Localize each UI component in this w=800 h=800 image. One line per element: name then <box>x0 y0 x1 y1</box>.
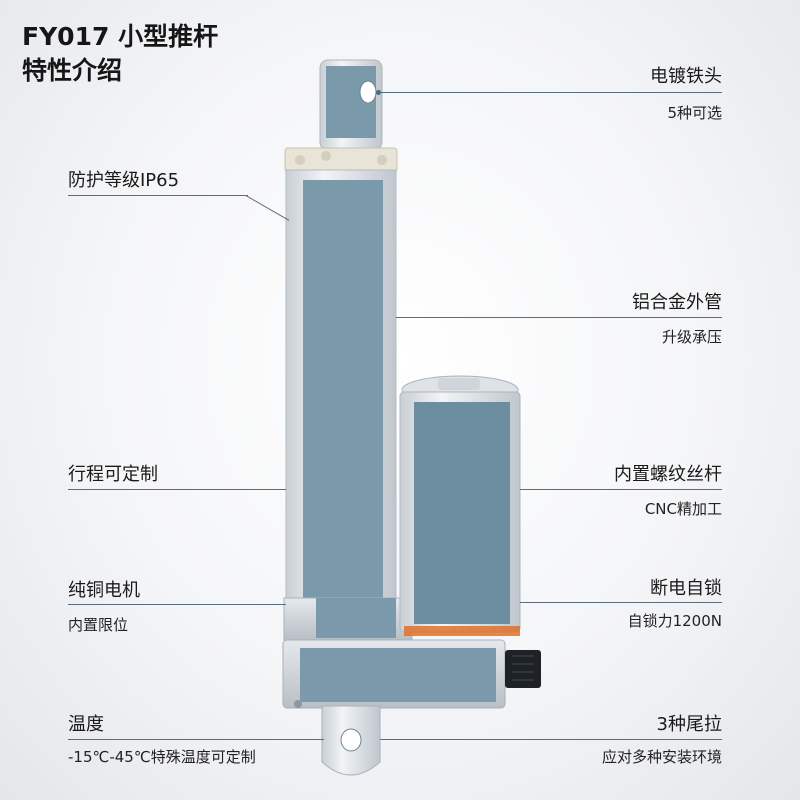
feature-rear-mount-sub: 应对多种安装环境 <box>601 748 722 766</box>
feature-rod-end-title: 电镀铁头 <box>650 66 722 87</box>
feature-motor-title: 纯铜电机 <box>68 580 140 601</box>
feature-temperature-sub: -15℃-45℃特殊温度可定制 <box>68 748 256 766</box>
callout-line-rear <box>380 739 722 740</box>
feature-tube-sub: 升级承压 <box>661 328 722 346</box>
tube-cap <box>284 147 398 173</box>
callout-line-stroke <box>68 489 286 490</box>
page-title: FY017 小型推杆 特性介绍 <box>22 20 218 88</box>
feature-lock-sub: 自锁力1200N <box>627 612 722 630</box>
feature-temperature-title: 温度 <box>68 714 104 735</box>
feature-screw-sub: CNC精加工 <box>644 500 722 518</box>
feature-tube-title: 铝合金外管 <box>632 292 722 313</box>
feature-protection-title: 防护等级IP65 <box>68 170 180 191</box>
title-line-1: FY017 小型推杆 <box>22 22 219 51</box>
feature-stroke-title: 行程可定制 <box>68 464 158 485</box>
feature-rod-end-sub: 5种可选 <box>667 104 722 122</box>
callout-line-protection <box>68 195 248 196</box>
callout-dot-rod-end <box>376 90 381 95</box>
feature-rear-mount-title: 3种尾拉 <box>656 714 722 735</box>
callout-line-temperature <box>68 739 324 740</box>
feature-screw-title: 内置螺纹丝杆 <box>614 464 722 485</box>
gear-housing <box>283 597 413 641</box>
feature-motor-sub: 内置限位 <box>68 616 129 634</box>
rear-mount <box>321 705 381 776</box>
callout-line-motor <box>68 604 286 605</box>
feature-lock-title: 断电自锁 <box>650 578 722 599</box>
motor <box>399 375 521 636</box>
callout-line-screw <box>520 489 722 490</box>
callout-line-rod-end <box>380 92 722 93</box>
title-line-2: 特性介绍 <box>22 56 123 85</box>
callout-line-lock <box>520 602 722 603</box>
outer-tube <box>285 169 397 611</box>
base-block <box>282 639 541 709</box>
callout-line-tube <box>396 317 722 318</box>
rod-end-part <box>319 59 383 151</box>
